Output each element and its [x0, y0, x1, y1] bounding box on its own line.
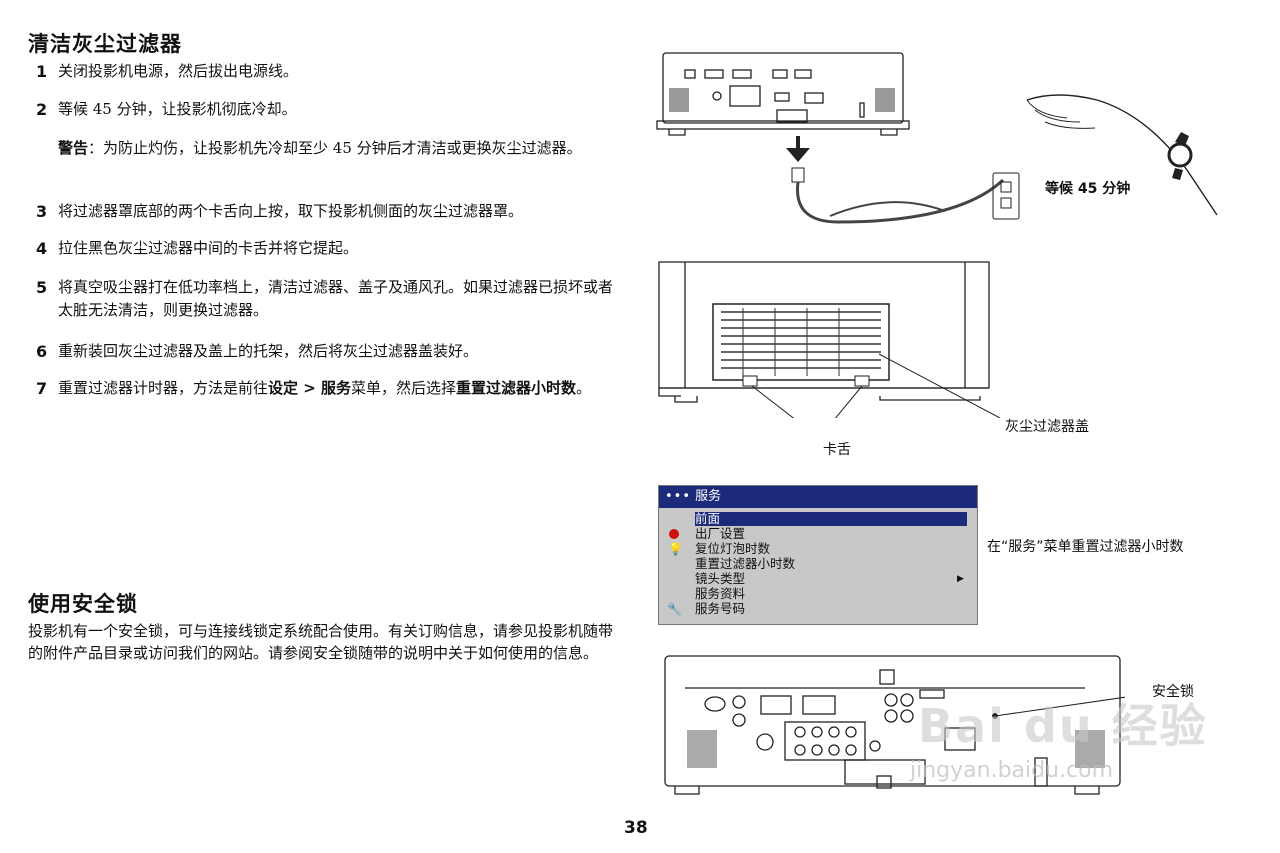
menu-item-reset-lamp-hours[interactable]: 复位灯泡时数 [695, 541, 771, 556]
menu-item-factory-reset[interactable]: 出厂设置 [695, 526, 746, 541]
menu-item-reset-filter-hours[interactable]: 重置过滤器小时数 [695, 556, 796, 571]
filter-cover-caption: 灰尘过滤器盖 [1005, 419, 1089, 435]
step-7: 7 重置过滤器计时器，方法是前往设定 > 服务菜单，然后选择重置过滤器小时数。 [36, 379, 592, 398]
warning-note: 警告：为防止灼伤，让投影机先冷却至少 45 分钟后才清洁或更换灰尘过滤器。 [58, 139, 582, 157]
filter-cover-figure [658, 261, 1001, 418]
security-lock-figure [664, 655, 1125, 795]
red-dot-icon [669, 529, 679, 539]
page-number: 38 [624, 818, 648, 838]
section-title-security-lock: 使用安全锁 [28, 592, 138, 616]
step-3: 3 将过滤器罩底部的两个卡舌向上按，取下投影机侧面的灰尘过滤器罩。 [36, 202, 524, 221]
menu-item-front[interactable]: 前面 [695, 512, 967, 526]
unplug-figure [656, 52, 1218, 224]
service-menu-title: ••• 服务 [659, 486, 977, 508]
menu-caption: 在“服务”菜单重置过滤器小时数 [987, 539, 1184, 555]
step-6: 6 重新装回灰尘过滤器及盖上的托架，然后将灰尘过滤器盖装好。 [36, 342, 479, 361]
menu-item-lens-type[interactable]: 镜头类型 [695, 571, 746, 586]
lock-caption: 安全锁 [1152, 684, 1194, 700]
section-title-filter: 清洁灰尘过滤器 [28, 32, 182, 56]
menu-item-service-number[interactable]: 服务号码 [695, 601, 746, 616]
step-2: 2 等候 45 分钟，让投影机彻底冷却。 [36, 100, 297, 119]
bulb-icon: 💡 [668, 542, 683, 556]
step-5: 5 将真空吸尘器打在低功率档上，清洁过滤器、盖子及通风孔。如果过滤器已损坏或者太… [36, 278, 614, 319]
wait-caption: 等候 45 分钟 [1045, 181, 1131, 197]
service-menu: ••• 服务 前面 出厂设置 复位灯泡时数 重置过滤器小时数 镜头类型 服务资料… [658, 485, 978, 625]
menu-item-service-info[interactable]: 服务资料 [695, 586, 746, 601]
tab-caption: 卡舌 [823, 442, 851, 458]
watermark-logo: Bai du 经验 [918, 699, 1208, 753]
step-1: 1 关闭投影机电源，然后拔出电源线。 [36, 62, 299, 81]
wrench-icon: 🔧 [667, 602, 682, 616]
security-lock-paragraph: 投影机有一个安全锁，可与连接线锁定系统配合使用。有关订购信息，请参见投影机随带的… [28, 622, 614, 662]
step-4: 4 拉住黑色灰尘过滤器中间的卡舌并将它提起。 [36, 239, 359, 258]
watermark-url: jingyan.baidu.com [910, 758, 1114, 783]
submenu-arrow-icon: ▶ [957, 574, 964, 584]
